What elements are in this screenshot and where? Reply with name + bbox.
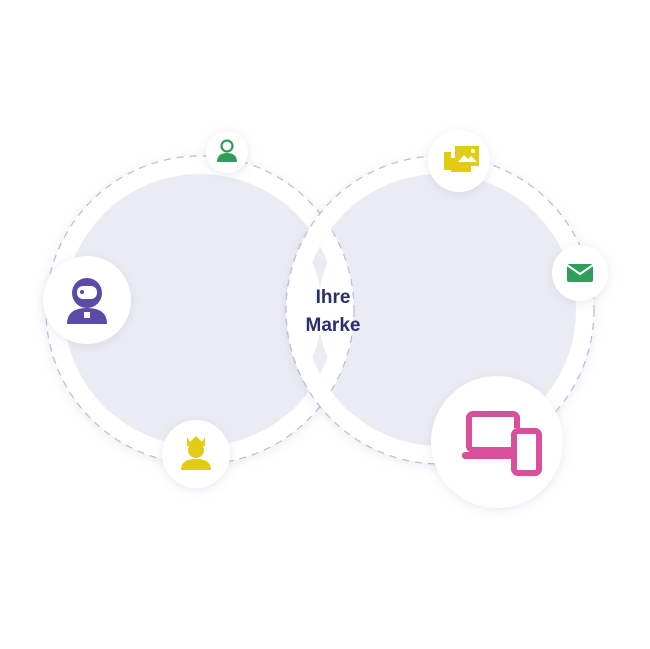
devices-icon: [431, 376, 563, 508]
center-label-line2: Marke: [306, 315, 361, 336]
image-gallery-icon: [428, 130, 490, 192]
overlap-lens: [285, 174, 355, 446]
astronaut-icon: [43, 256, 131, 344]
center-label-line1: Ihre: [316, 287, 351, 308]
user-green-icon: [206, 131, 248, 173]
left-circle: [45, 155, 355, 465]
king-user-icon: [162, 420, 230, 488]
mail-icon: [552, 245, 608, 301]
